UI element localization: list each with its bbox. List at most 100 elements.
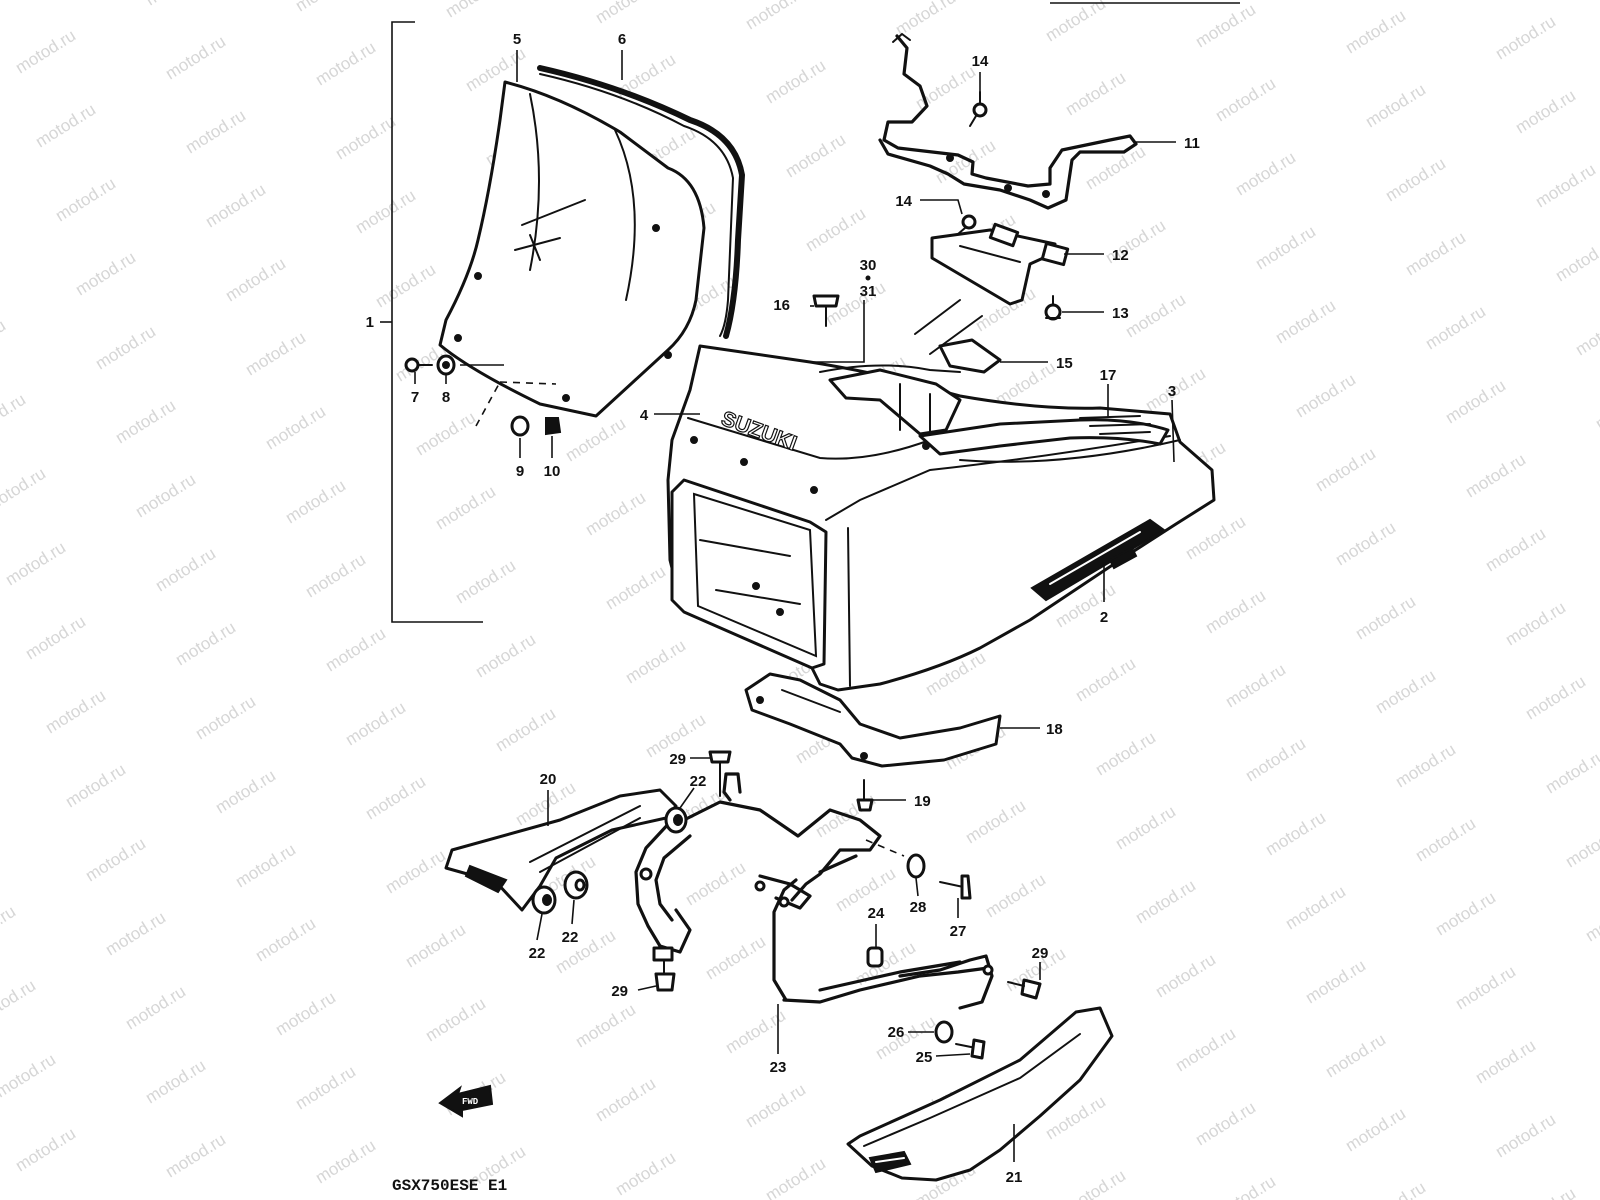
watermark-text: motod.ru	[412, 408, 479, 460]
nut-10	[545, 417, 562, 436]
side-stay-plate	[444, 788, 678, 912]
watermark-text: motod.ru	[302, 550, 369, 602]
under-cowl	[846, 1006, 1114, 1182]
watermark-text: motod.ru	[22, 612, 89, 664]
bolt-29-top	[708, 750, 732, 797]
watermark-text: motod.ru	[762, 1154, 829, 1200]
watermark-text: motod.ru	[1182, 512, 1249, 564]
callout-21: 21	[1006, 1169, 1023, 1186]
watermark-text: motod.ru	[362, 772, 429, 824]
watermark-text: motod.ru	[1172, 1024, 1239, 1076]
callout-14-upper: 14	[972, 53, 989, 70]
watermark-text: motod.ru	[1222, 660, 1289, 712]
watermark-text: motod.ru	[1592, 382, 1600, 434]
side-decal	[1030, 518, 1166, 602]
watermark-text: motod.ru	[372, 260, 439, 312]
watermark-text: motod.ru	[622, 636, 689, 688]
watermark-text: motod.ru	[1312, 444, 1379, 496]
watermark-text: motod.ru	[0, 390, 29, 442]
watermark-text: motod.ru	[1322, 1030, 1389, 1082]
callout-31: 31	[860, 283, 877, 300]
watermark-text: motod.ru	[1122, 290, 1189, 342]
watermark-text: motod.ru	[1382, 154, 1449, 206]
callout-labels: 1 2 3 4 5 6 7 8 9 10 11 12 13 14 14 15 1…	[366, 31, 1200, 1186]
watermark-text: motod.ru	[472, 630, 539, 682]
watermark-text: motod.ru	[1152, 950, 1219, 1002]
watermark-text: motod.ru	[1582, 894, 1600, 946]
callout-29-top: 29	[669, 751, 686, 768]
callout-6: 6	[618, 31, 626, 48]
watermark-text: motod.ru	[1412, 814, 1479, 866]
watermark-text: motod.ru	[102, 908, 169, 960]
forward-arrow: FWD	[438, 1084, 494, 1118]
washer-8	[436, 354, 456, 376]
watermark-text: motod.ru	[1562, 820, 1600, 872]
callout-5: 5	[513, 31, 521, 48]
watermark-text: motod.ru	[252, 914, 319, 966]
watermark-text: motod.ru	[342, 698, 409, 750]
watermark-text: motod.ru	[1432, 888, 1499, 940]
watermark-text: motod.ru	[1332, 518, 1399, 570]
watermark-text: motod.ru	[1252, 222, 1319, 274]
watermark-text: motod.ru	[0, 0, 59, 3]
watermark-text: motod.ru	[1492, 1110, 1559, 1162]
callout-4: 4	[640, 407, 649, 424]
watermark-text: motod.ru	[212, 766, 279, 818]
watermark-text: motod.ru	[582, 488, 649, 540]
watermark-text: motod.ru	[1042, 0, 1109, 45]
watermark-text: motod.ru	[202, 180, 269, 232]
callout-22-left: 22	[529, 945, 546, 962]
watermark-text: motod.ru	[1362, 1178, 1429, 1200]
windscreen	[438, 80, 706, 418]
watermark-text: motod.ru	[802, 204, 869, 256]
watermark-text: motod.ru	[762, 56, 829, 108]
watermark-text: motod.ru	[742, 1080, 809, 1132]
screw-7	[404, 357, 433, 373]
watermark-text: motod.ru	[62, 760, 129, 812]
watermark-text: motod.ru	[1372, 666, 1439, 718]
watermark-text: motod.ru	[1232, 148, 1299, 200]
watermark-text: motod.ru	[42, 686, 109, 738]
watermark-text: motod.ru	[1342, 1104, 1409, 1156]
watermark-text: motod.ru	[1242, 734, 1309, 786]
callout-16: 16	[773, 297, 790, 314]
callout-11: 11	[1184, 135, 1200, 152]
watermark-text: motod.ru	[832, 864, 899, 916]
callout-22-top: 22	[690, 773, 707, 790]
callout-29-left: 29	[611, 983, 628, 1000]
watermark-text: motod.ru	[442, 0, 509, 21]
watermark-text: motod.ru	[12, 1124, 79, 1176]
watermark-text: motod.ru	[592, 0, 659, 27]
lower-fairing-bracket	[744, 672, 1002, 768]
watermark-text: motod.ru	[0, 464, 49, 516]
watermark-text: motod.ru	[1262, 808, 1329, 860]
callout-1: 1	[366, 314, 374, 331]
bolt-27	[939, 874, 972, 900]
callout-23: 23	[770, 1059, 787, 1076]
bolt-25	[955, 1038, 986, 1060]
watermark-text: motod.ru	[0, 1050, 59, 1102]
grommet-22-b	[531, 885, 557, 915]
watermark-text: motod.ru	[452, 556, 519, 608]
watermark-text: motod.ru	[1192, 0, 1259, 51]
bolt-29-left	[652, 946, 676, 992]
watermark-text: motod.ru	[432, 482, 499, 534]
watermark-text: motod.ru	[292, 0, 359, 15]
watermark-text: motod.ru	[572, 1000, 639, 1052]
callout-2: 2	[1100, 609, 1108, 626]
callout-28: 28	[910, 899, 927, 916]
fairing-cushion	[914, 299, 1002, 374]
watermark-text: motod.ru	[312, 1136, 379, 1188]
watermark-text: motod.ru	[1212, 74, 1279, 126]
screw-14-upper	[969, 91, 988, 127]
watermark-text: motod.ru	[1352, 592, 1419, 644]
watermark-text: motod.ru	[82, 834, 149, 886]
watermark-text: motod.ru	[232, 840, 299, 892]
callout-7: 7	[411, 389, 419, 406]
watermark-text: motod.ru	[1422, 302, 1489, 354]
watermark-text: motod.ru	[0, 976, 39, 1028]
callout-17: 17	[1100, 367, 1117, 384]
fairing-mount-frame	[634, 772, 990, 1004]
watermark-text: motod.ru	[262, 402, 329, 454]
watermark-text: motod.ru	[0, 902, 19, 954]
